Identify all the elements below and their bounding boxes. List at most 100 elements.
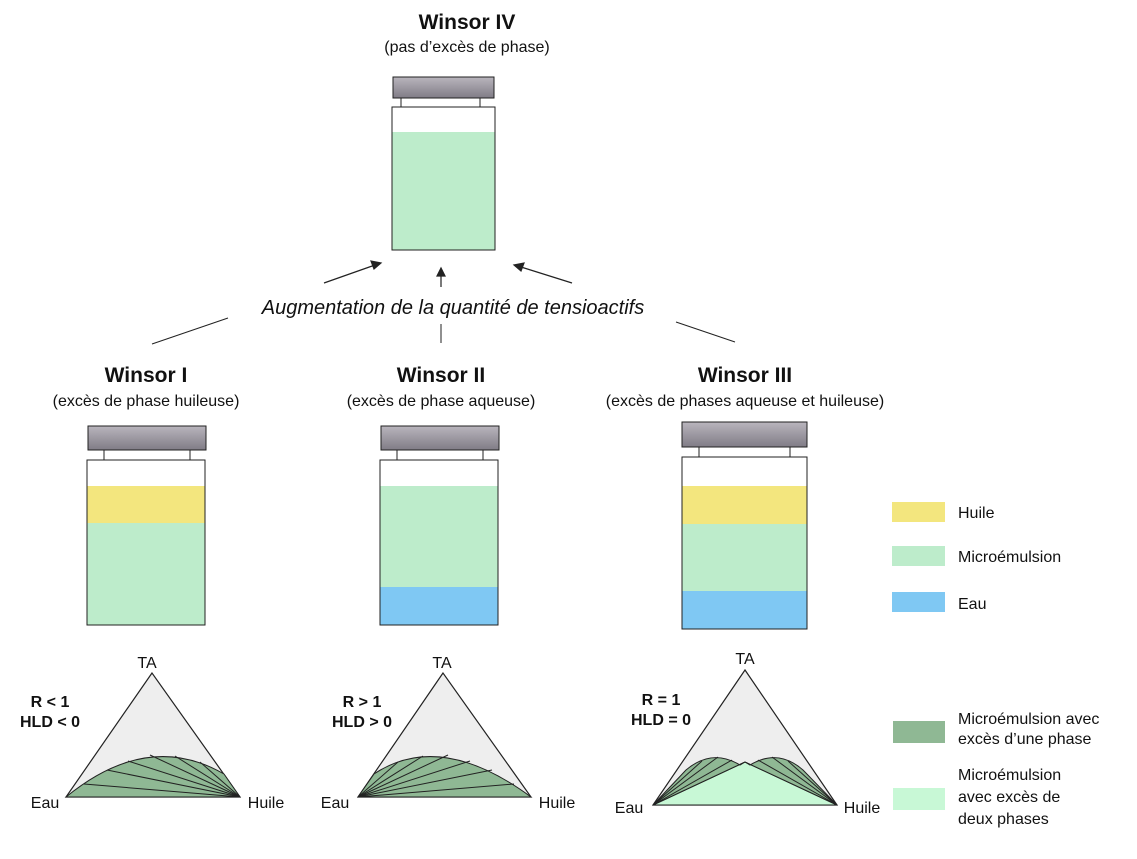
tie-line <box>652 759 733 806</box>
tie-line <box>149 754 241 798</box>
legend-oil-label: Huile <box>958 505 995 522</box>
winsor-iii-phase-diagram: TA Eau Huile R = 1 HLD = 0 <box>615 651 881 817</box>
arrows <box>323 260 573 287</box>
vial-microemulsion-layer <box>682 524 807 591</box>
legend-one-phase-swatch <box>893 721 945 743</box>
binodal-region <box>64 756 241 798</box>
connector-right <box>675 321 736 343</box>
winsor-ii-subtitle: (excès de phase aqueuse) <box>347 393 536 410</box>
binodal-region <box>357 756 533 798</box>
vial-neck <box>103 449 191 461</box>
tie-line <box>199 761 241 798</box>
lobe-left <box>652 757 746 806</box>
vial-body <box>681 456 808 630</box>
vial-oil-layer <box>87 486 205 523</box>
tie-line <box>357 769 493 798</box>
tie-line <box>357 761 399 798</box>
legend-two-phases-swatch <box>893 788 945 810</box>
condition-hld: HLD > 0 <box>332 714 392 731</box>
tie-lines <box>83 754 241 798</box>
vial-cap <box>380 425 500 451</box>
legend-one-phase-line-2: excès d’une phase <box>958 731 1092 748</box>
surfactant-increase-label: Augmentation de la quantité de tensioact… <box>261 297 644 319</box>
winsor-iii-title: Winsor III <box>698 364 792 387</box>
tie-line <box>357 783 515 798</box>
tie-line <box>757 759 838 806</box>
corner-label-left: Eau <box>615 800 643 817</box>
legend-water-label: Eau <box>958 596 986 613</box>
vial-cap <box>87 425 207 451</box>
tie-line <box>652 756 719 806</box>
legend-microemulsion-label: Microémulsion <box>958 549 1061 566</box>
legend-one-phase-line-1: Microémulsion avec <box>958 711 1099 728</box>
winsor-iv-vial <box>391 76 496 251</box>
vial-microemulsion-layer <box>380 486 498 587</box>
condition-hld: HLD = 0 <box>631 712 691 729</box>
arrow-right <box>520 266 573 284</box>
vial-oil-layer <box>682 486 807 524</box>
condition-r: R = 1 <box>642 692 681 709</box>
winsor-i-vial <box>86 425 207 626</box>
corner-label-left: Eau <box>321 795 349 812</box>
vial-cap <box>392 76 495 99</box>
vial-microemulsion-layer <box>392 132 495 250</box>
tie-line <box>174 755 241 798</box>
vial-neck <box>698 446 791 458</box>
tie-lines <box>357 754 515 798</box>
arrow-middle-head <box>436 266 446 277</box>
condition-r: R < 1 <box>31 694 70 711</box>
winsor-iv-subtitle: (pas d’excès de phase) <box>384 39 549 56</box>
legend-water-swatch <box>892 592 945 612</box>
tie-line <box>652 760 703 806</box>
corner-label-top: TA <box>137 655 157 672</box>
arrow-left <box>323 264 376 284</box>
winsor-ii-phase-diagram: TA Eau Huile R > 1 HLD > 0 <box>321 655 576 812</box>
connector-left <box>151 317 229 345</box>
arrow-right-head <box>512 262 525 273</box>
winsor-ii-title: Winsor II <box>397 364 485 387</box>
legend-two-phases-line-2: avec excès de <box>958 789 1060 806</box>
tie-line <box>357 754 449 798</box>
arrow-left-head <box>370 260 383 271</box>
winsor-iii-vial <box>681 421 808 630</box>
legend-two-phases-line-3: deux phases <box>958 811 1049 828</box>
tie-line <box>83 783 241 798</box>
tie-line <box>771 756 838 806</box>
winsor-iv-title: Winsor IV <box>419 11 516 34</box>
vial-body <box>379 459 499 626</box>
vial-body <box>391 106 496 251</box>
tie-line <box>357 755 424 798</box>
tie-line <box>357 760 471 798</box>
corner-label-top: TA <box>432 655 452 672</box>
winsor-i-phase-diagram: TA Eau Huile R < 1 HLD < 0 <box>20 655 284 812</box>
tie-line <box>127 760 241 798</box>
condition-hld: HLD < 0 <box>20 714 80 731</box>
vial-neck <box>396 449 484 461</box>
lobe-right <box>744 757 838 806</box>
vial-neck <box>400 97 481 108</box>
corner-label-right: Huile <box>248 795 285 812</box>
legend-two-phases-line-1: Microémulsion <box>958 767 1061 784</box>
vial-water-layer <box>380 587 498 625</box>
legend: Huile Microémulsion Eau Microémulsion av… <box>892 502 1099 828</box>
legend-microemulsion-swatch <box>892 546 945 566</box>
condition-r: R > 1 <box>343 694 382 711</box>
corner-label-left: Eau <box>31 795 59 812</box>
tie-line <box>787 760 838 806</box>
vial-cap <box>681 421 808 448</box>
corner-label-top: TA <box>735 651 755 668</box>
winsor-iii-subtitle: (excès de phases aqueuse et huileuse) <box>606 393 884 410</box>
winsor-i-title: Winsor I <box>105 364 188 387</box>
tie-lines <box>652 756 838 806</box>
legend-oil-swatch <box>892 502 945 522</box>
vial-body <box>86 459 206 626</box>
vial-microemulsion-layer <box>87 523 205 625</box>
corner-label-right: Huile <box>539 795 576 812</box>
corner-label-right: Huile <box>844 800 881 817</box>
vial-water-layer <box>682 591 807 629</box>
connector-lines <box>151 317 736 345</box>
winsor-ii-vial <box>379 425 500 626</box>
tie-line <box>106 769 241 798</box>
winsor-i-subtitle: (excès de phase huileuse) <box>53 393 240 410</box>
